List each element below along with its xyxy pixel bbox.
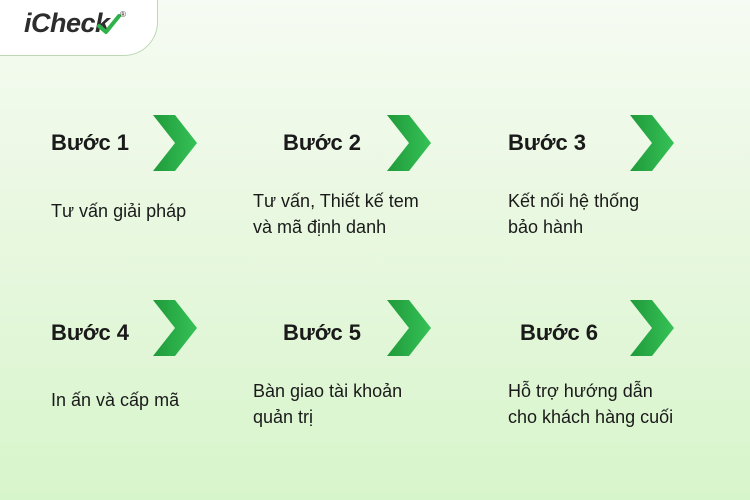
chevron-right-icon [387, 300, 431, 356]
step-description: Kết nối hệ thống bảo hành [508, 191, 640, 237]
chevron-right-icon [630, 300, 674, 356]
chevron-right-icon [630, 115, 674, 171]
brand-logo: iCheck [24, 8, 110, 38]
checkmark-icon [97, 14, 121, 34]
step-title: Bước 6 [520, 320, 599, 345]
logo-tab: iCheck ® [0, 0, 158, 56]
step-title: Bước 3 [508, 130, 587, 155]
step-description: Tư vấn, Thiết kế tem và mã định danh [253, 191, 419, 237]
chevron-right-icon [153, 115, 197, 171]
step-title: Bước 1 [51, 130, 130, 155]
chevron-right-icon [153, 300, 197, 356]
step-description: Tư vấn giải pháp [51, 201, 187, 221]
registered-mark: ® [120, 10, 126, 19]
step-title: Bước 5 [283, 320, 362, 345]
step-title: Bước 2 [283, 130, 362, 155]
step-description: Hỗ trợ hướng dẫn cho khách hàng cuối [508, 381, 674, 427]
chevron-right-icon [387, 115, 431, 171]
step-description: In ấn và cấp mã [51, 390, 180, 410]
step-description: Bàn giao tài khoản quản trị [253, 381, 403, 427]
step-title: Bước 4 [51, 320, 130, 345]
